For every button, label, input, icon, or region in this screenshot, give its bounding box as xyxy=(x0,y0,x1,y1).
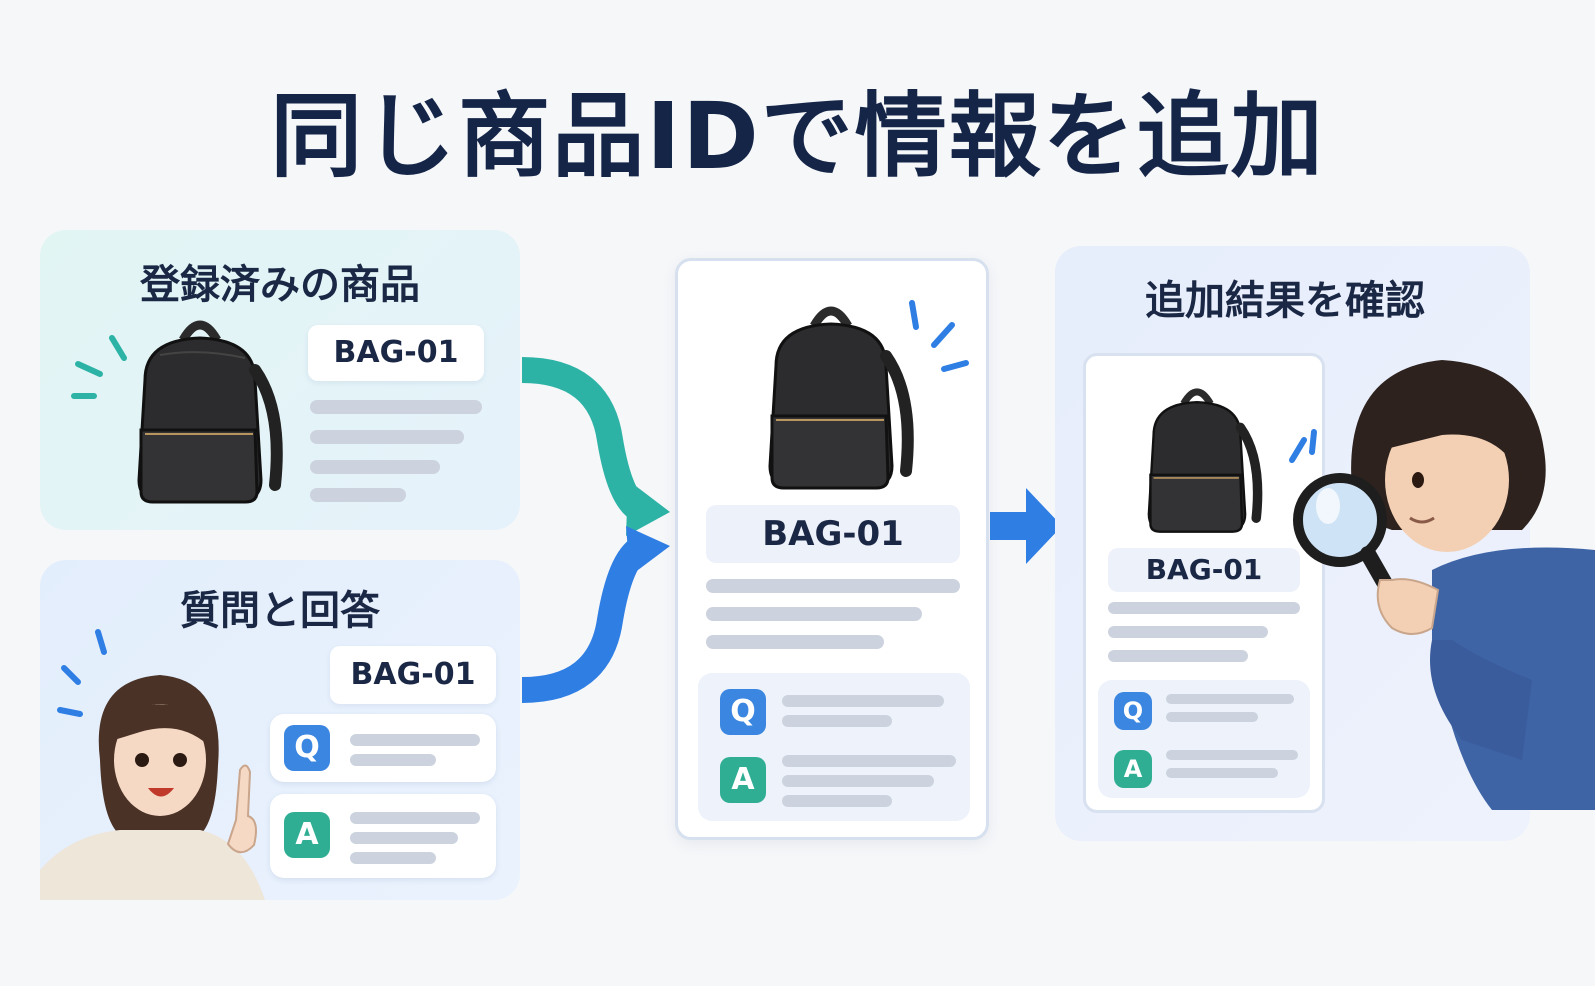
question-badge: Q xyxy=(284,725,330,771)
confirm-panel-title: 追加結果を確認 xyxy=(1145,278,1425,324)
text-line-placeholder xyxy=(350,852,436,864)
product-id-chip: BAG-01 xyxy=(308,325,484,381)
text-line-placeholder xyxy=(782,695,944,707)
answer-bubble: A xyxy=(270,794,496,878)
text-line-placeholder xyxy=(782,795,892,807)
registered-panel-title: 登録済みの商品 xyxy=(140,262,420,308)
man-with-magnifier-illustration xyxy=(1289,360,1595,810)
sparkle-icon xyxy=(909,300,969,372)
answer-badge: A xyxy=(1114,750,1152,788)
text-line-placeholder xyxy=(1166,694,1294,704)
text-line-placeholder xyxy=(350,754,436,766)
merged-product-card: BAG-01 Q A xyxy=(675,258,989,840)
text-line-placeholder xyxy=(310,488,406,502)
text-line-placeholder xyxy=(1108,602,1300,614)
text-line-placeholder xyxy=(1166,712,1258,722)
product-id-chip: BAG-01 xyxy=(1108,548,1300,592)
qa-section: Q A xyxy=(698,673,970,821)
backpack-icon xyxy=(1147,388,1263,533)
text-line-placeholder xyxy=(1108,626,1268,638)
result-product-card: BAG-01 Q A xyxy=(1083,353,1325,813)
text-line-placeholder xyxy=(310,400,482,414)
teal-arrow-head-icon xyxy=(626,480,670,536)
teal-arrow-icon xyxy=(521,357,648,522)
registered-product-panel: 登録済みの商品 BAG-01 xyxy=(40,230,520,530)
answer-badge: A xyxy=(720,757,766,803)
text-line-placeholder xyxy=(706,607,922,621)
qa-panel-title: 質問と回答 xyxy=(180,588,380,634)
text-line-placeholder xyxy=(782,755,956,767)
arrow-icon xyxy=(990,488,1062,564)
text-line-placeholder xyxy=(706,635,884,649)
text-line-placeholder xyxy=(1166,768,1278,778)
product-id-chip: BAG-01 xyxy=(330,646,496,704)
text-line-placeholder xyxy=(310,430,464,444)
product-id-chip: BAG-01 xyxy=(706,505,960,563)
qa-section: Q A xyxy=(1098,680,1310,798)
qa-panel: 質問と回答 BAG-01 Q A xyxy=(40,560,520,900)
question-bubble: Q xyxy=(270,714,496,782)
text-line-placeholder xyxy=(706,579,960,593)
blue-arrow-head-icon xyxy=(626,526,670,576)
text-line-placeholder xyxy=(782,715,892,727)
blue-arrow-icon xyxy=(521,536,648,703)
woman-illustration xyxy=(40,629,265,900)
text-line-placeholder xyxy=(782,775,934,787)
merge-arrows xyxy=(521,357,670,703)
backpack-icon xyxy=(768,306,914,490)
text-line-placeholder xyxy=(350,734,480,746)
text-line-placeholder xyxy=(350,812,480,824)
text-line-placeholder xyxy=(1108,650,1248,662)
text-line-placeholder xyxy=(310,460,440,474)
question-badge: Q xyxy=(1114,692,1152,730)
answer-badge: A xyxy=(284,812,330,858)
page-title: 同じ商品IDで情報を追加 xyxy=(270,83,1325,190)
text-line-placeholder xyxy=(350,832,458,844)
text-line-placeholder xyxy=(1166,750,1298,760)
sparkle-icon xyxy=(71,335,127,399)
question-badge: Q xyxy=(720,689,766,735)
backpack-icon xyxy=(137,320,283,504)
